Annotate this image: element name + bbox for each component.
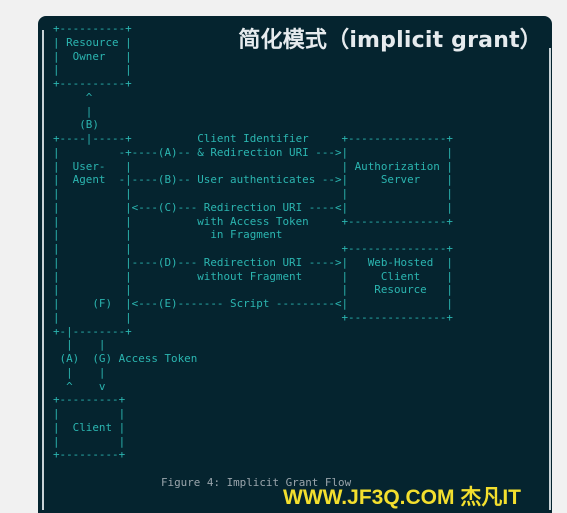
diagram-line: | | <box>53 63 132 77</box>
diagram-line: | | <box>53 365 106 379</box>
diagram-line: +-|--------+ <box>53 324 132 338</box>
diagram-panel: 简化模式（implicit grant） +----------+ | Reso… <box>38 16 552 513</box>
diagram-line: +----------+ <box>53 22 132 35</box>
diagram-line: | Agent -|----(B)-- User authenticates -… <box>53 173 453 187</box>
diagram-line: | Resource | <box>53 35 132 49</box>
diagram-line: +---------+ <box>53 393 126 407</box>
diagram-line: | | | | <box>53 187 453 200</box>
diagram-line: | | +---------------+ <box>53 310 453 324</box>
left-border-line <box>42 30 44 510</box>
site-watermark: WWW.JF3Q.COM 杰凡IT <box>283 486 521 509</box>
diagram-line: +---------+ <box>53 448 126 462</box>
diagram-line: | | <box>53 338 106 352</box>
diagram-line: | | without Fragment | Client | <box>53 269 453 283</box>
diagram-line: | |<---(C)--- Redirection URI ----<| | <box>53 200 453 214</box>
diagram-line: (B) <box>53 118 99 132</box>
diagram-line: (A) (G) Access Token <box>53 352 198 365</box>
diagram-line: | | with Access Token +---------------+ <box>53 214 453 228</box>
diagram-line: | Owner | <box>53 49 132 63</box>
diagram-line: | -+----(A)-- & Redirection URI --->| | <box>53 145 453 159</box>
figure-caption: Figure 4: Implicit Grant Flow <box>161 476 352 489</box>
diagram-line: | (F) |<---(E)------- Script ---------<|… <box>53 297 453 310</box>
diagram-line: ^ v <box>53 379 106 393</box>
diagram-line: ^ <box>53 90 93 104</box>
diagram-line: | User- | | Authorization | <box>53 159 453 173</box>
diagram-line: +----------+ <box>53 77 132 90</box>
diagram-line: | <box>53 104 93 118</box>
diagram-line: | |----(D)--- Redirection URI ---->| Web… <box>53 255 453 269</box>
diagram-title: 简化模式（implicit grant） <box>238 28 542 53</box>
diagram-line: | Client | <box>53 420 126 434</box>
diagram-line: | | in Fragment <box>53 228 283 242</box>
diagram-line: | | <box>53 434 126 448</box>
diagram-line: | | +---------------+ <box>53 242 453 255</box>
right-border-line <box>549 48 551 510</box>
diagram-line: | | <box>53 407 126 420</box>
implicit-grant-flow-diagram: +----------+ | Resource | | Owner | | | … <box>53 22 453 462</box>
diagram-line: | | | Resource | <box>53 283 453 297</box>
diagram-line: +----|-----+ Client Identifier +--------… <box>53 132 453 145</box>
